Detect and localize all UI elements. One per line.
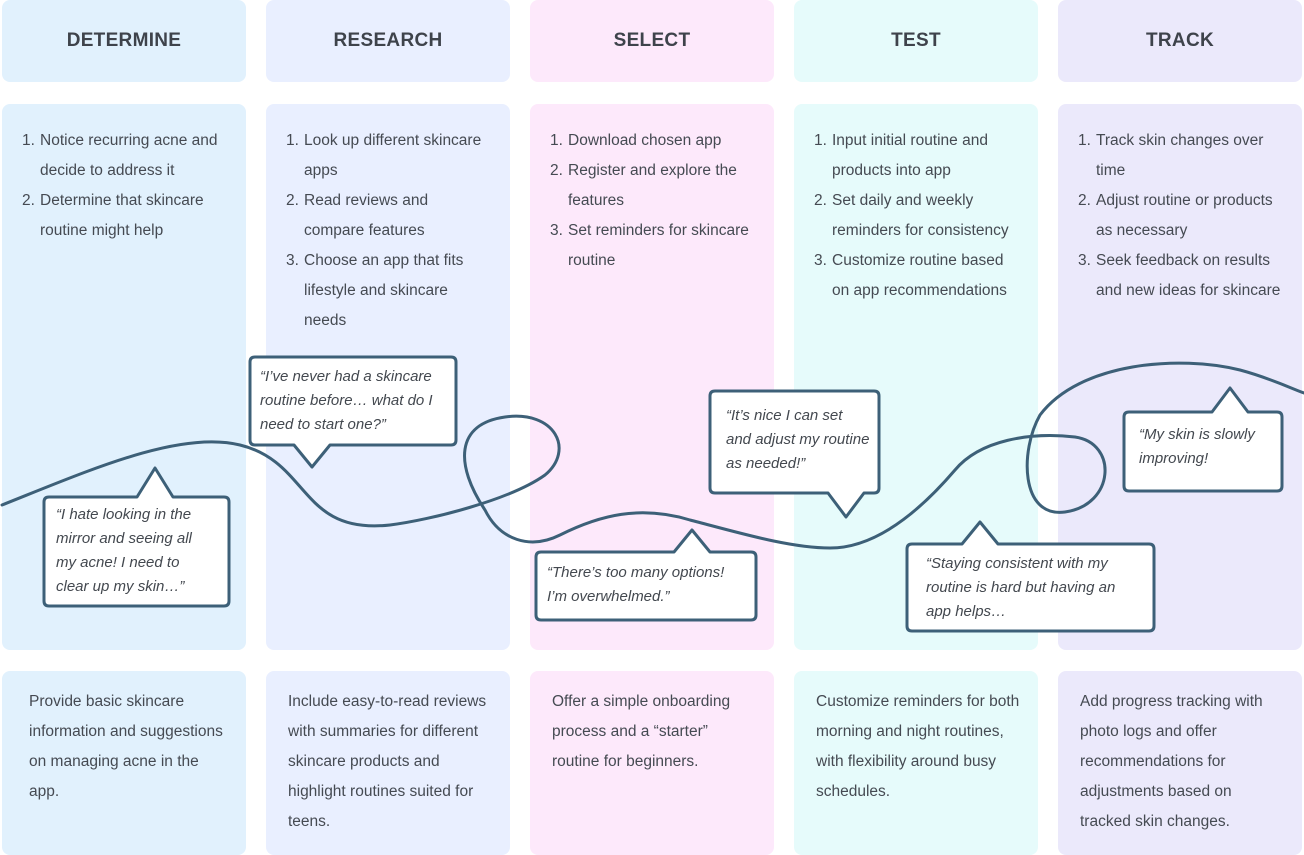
phase-header-select: SELECT [530,0,774,82]
opportunity-track: Add progress tracking with photo logs an… [1058,671,1302,855]
opportunity-determine: Provide basic skincare information and s… [2,671,246,855]
step-item: 2.Adjust routine or products as necessar… [1078,192,1273,239]
opportunity-research: Include easy-to-read reviews with summar… [266,671,510,855]
phase-title: SELECT [613,30,691,51]
step-item: 2.Register and explore the features [550,162,737,209]
phase-title: TRACK [1146,30,1214,51]
phase-title: DETERMINE [66,30,182,51]
step-item: 1.Input initial routine and products int… [814,132,988,179]
quote-research: “I’ve never had a skincare routine befor… [260,368,433,433]
opportunity-select: Offer a simple onboarding process and a … [530,671,774,855]
quote-determine: “I hate looking in the mirror and seeing… [56,506,192,595]
quote-test-b: “Staying consistent with my routine is h… [926,555,1116,620]
phase-header-research: RESEARCH [266,0,510,82]
step-item: 1.Download chosen app [550,132,722,149]
opportunity-test: Customize reminders for both morning and… [794,671,1038,855]
phase-title: RESEARCH [333,30,443,51]
opportunity-text: Customize reminders for both morning and… [816,693,1020,800]
quote-test-a: “It’s nice I can set and adjust my routi… [726,407,870,472]
step-item: 3.Seek feedback on results and new ideas… [1078,252,1281,299]
phase-header-track: TRACK [1058,0,1302,82]
steps-list: 1.Look up different skincare apps 2.Read… [286,126,491,336]
quote-select: “There’s too many options! I’m overwhelm… [547,564,725,605]
phase-title: TEST [891,30,941,51]
step-item: 2.Set daily and weekly reminders for con… [814,192,1009,239]
steps-list: 1.Track skin changes over time 2.Adjust … [1078,126,1283,306]
phase-header-determine: DETERMINE [2,0,246,82]
step-item: 3.Customize routine based on app recomme… [814,252,1007,299]
opportunity-text: Include easy-to-read reviews with summar… [288,693,487,830]
step-item: 1.Notice recurring acne and decide to ad… [22,132,218,179]
step-item: 2.Read reviews and compare features [286,192,429,239]
opportunity-text: Provide basic skincare information and s… [29,693,223,800]
step-item: 3.Choose an app that fits lifestyle and … [286,252,464,329]
steps-list: 1.Download chosen app 2.Register and exp… [550,126,755,276]
quote-track: “My skin is slowly improving! [1139,426,1255,467]
steps-list: 1.Input initial routine and products int… [814,126,1019,306]
steps-list: 1.Notice recurring acne and decide to ad… [22,126,227,246]
step-item: 2.Determine that skincare routine might … [22,192,204,239]
opportunity-text: Offer a simple onboarding process and a … [552,693,731,770]
step-item: 1.Look up different skincare apps [286,132,482,179]
step-item: 3.Set reminders for skincare routine [550,222,749,269]
opportunity-text: Add progress tracking with photo logs an… [1080,693,1263,830]
step-item: 1.Track skin changes over time [1078,132,1264,179]
phase-header-test: TEST [794,0,1038,82]
